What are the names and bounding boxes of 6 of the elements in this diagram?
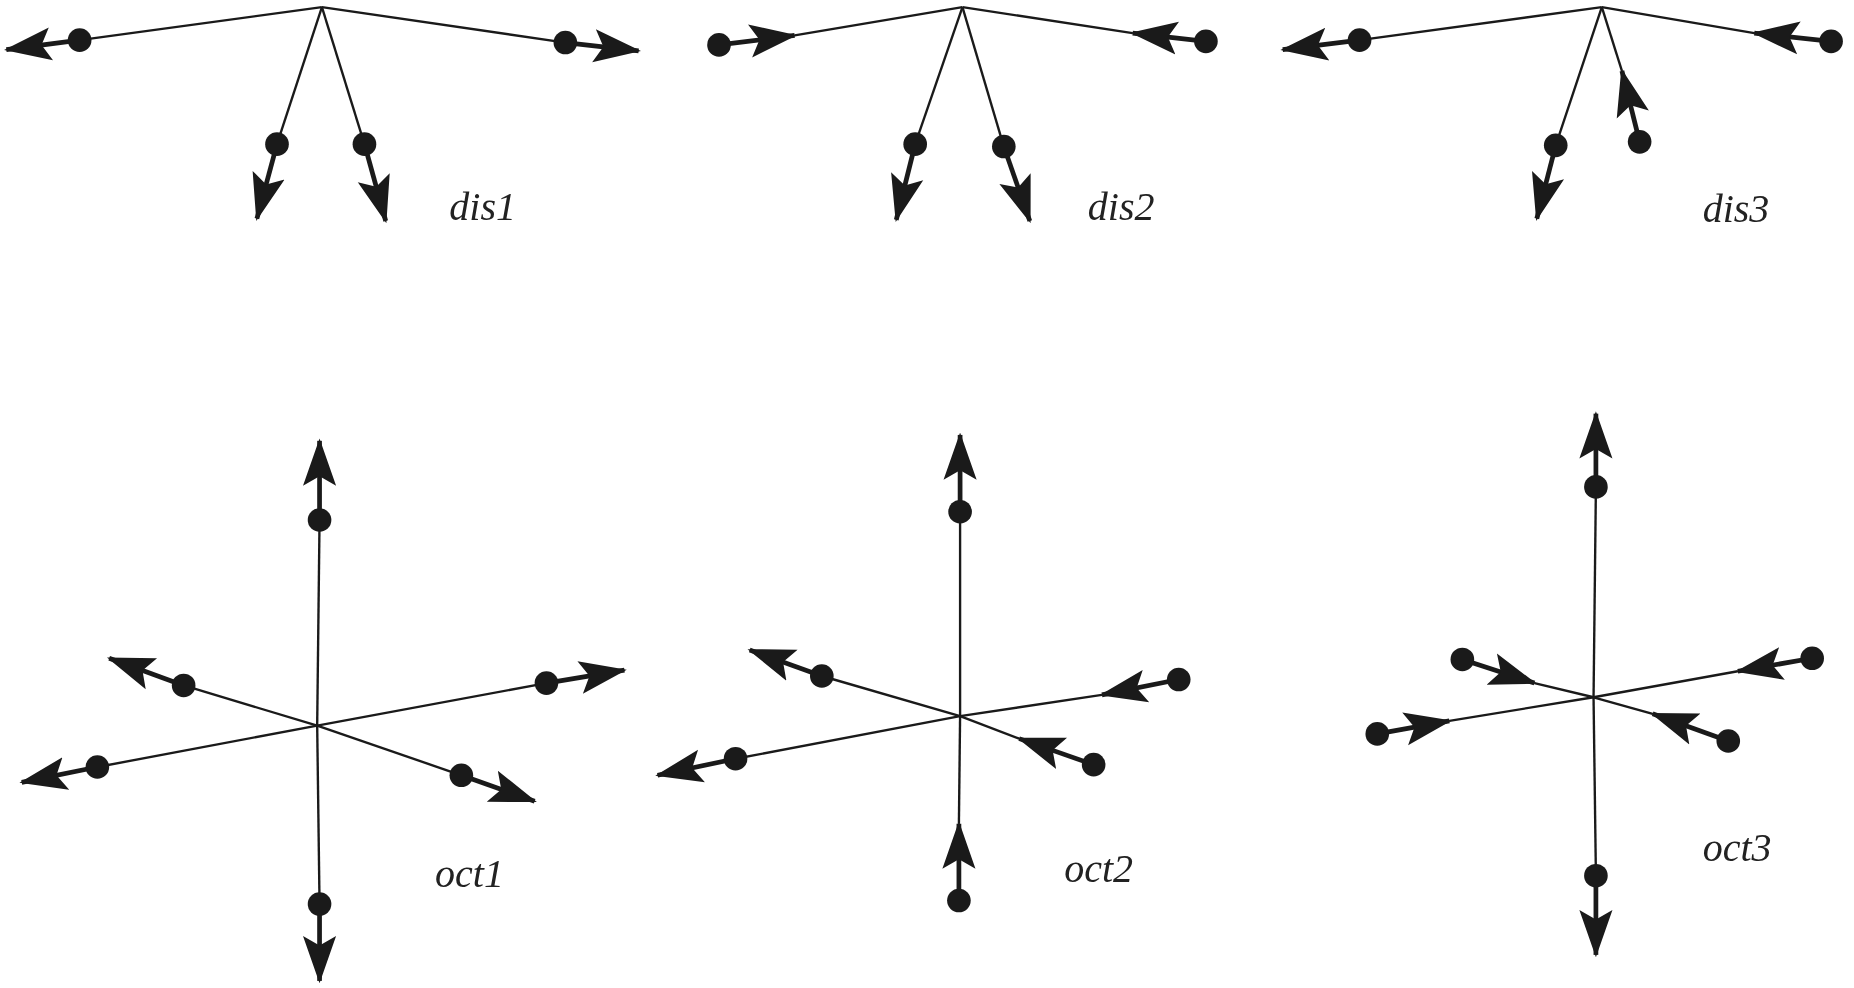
panel-label: dis1 <box>449 186 516 227</box>
panel-label: oct1 <box>435 853 504 894</box>
panel-label: dis2 <box>1087 186 1155 227</box>
panel-label: oct3 <box>1702 827 1772 868</box>
panel-label: dis3 <box>1702 189 1770 230</box>
panel-label: oct2 <box>1064 848 1134 889</box>
